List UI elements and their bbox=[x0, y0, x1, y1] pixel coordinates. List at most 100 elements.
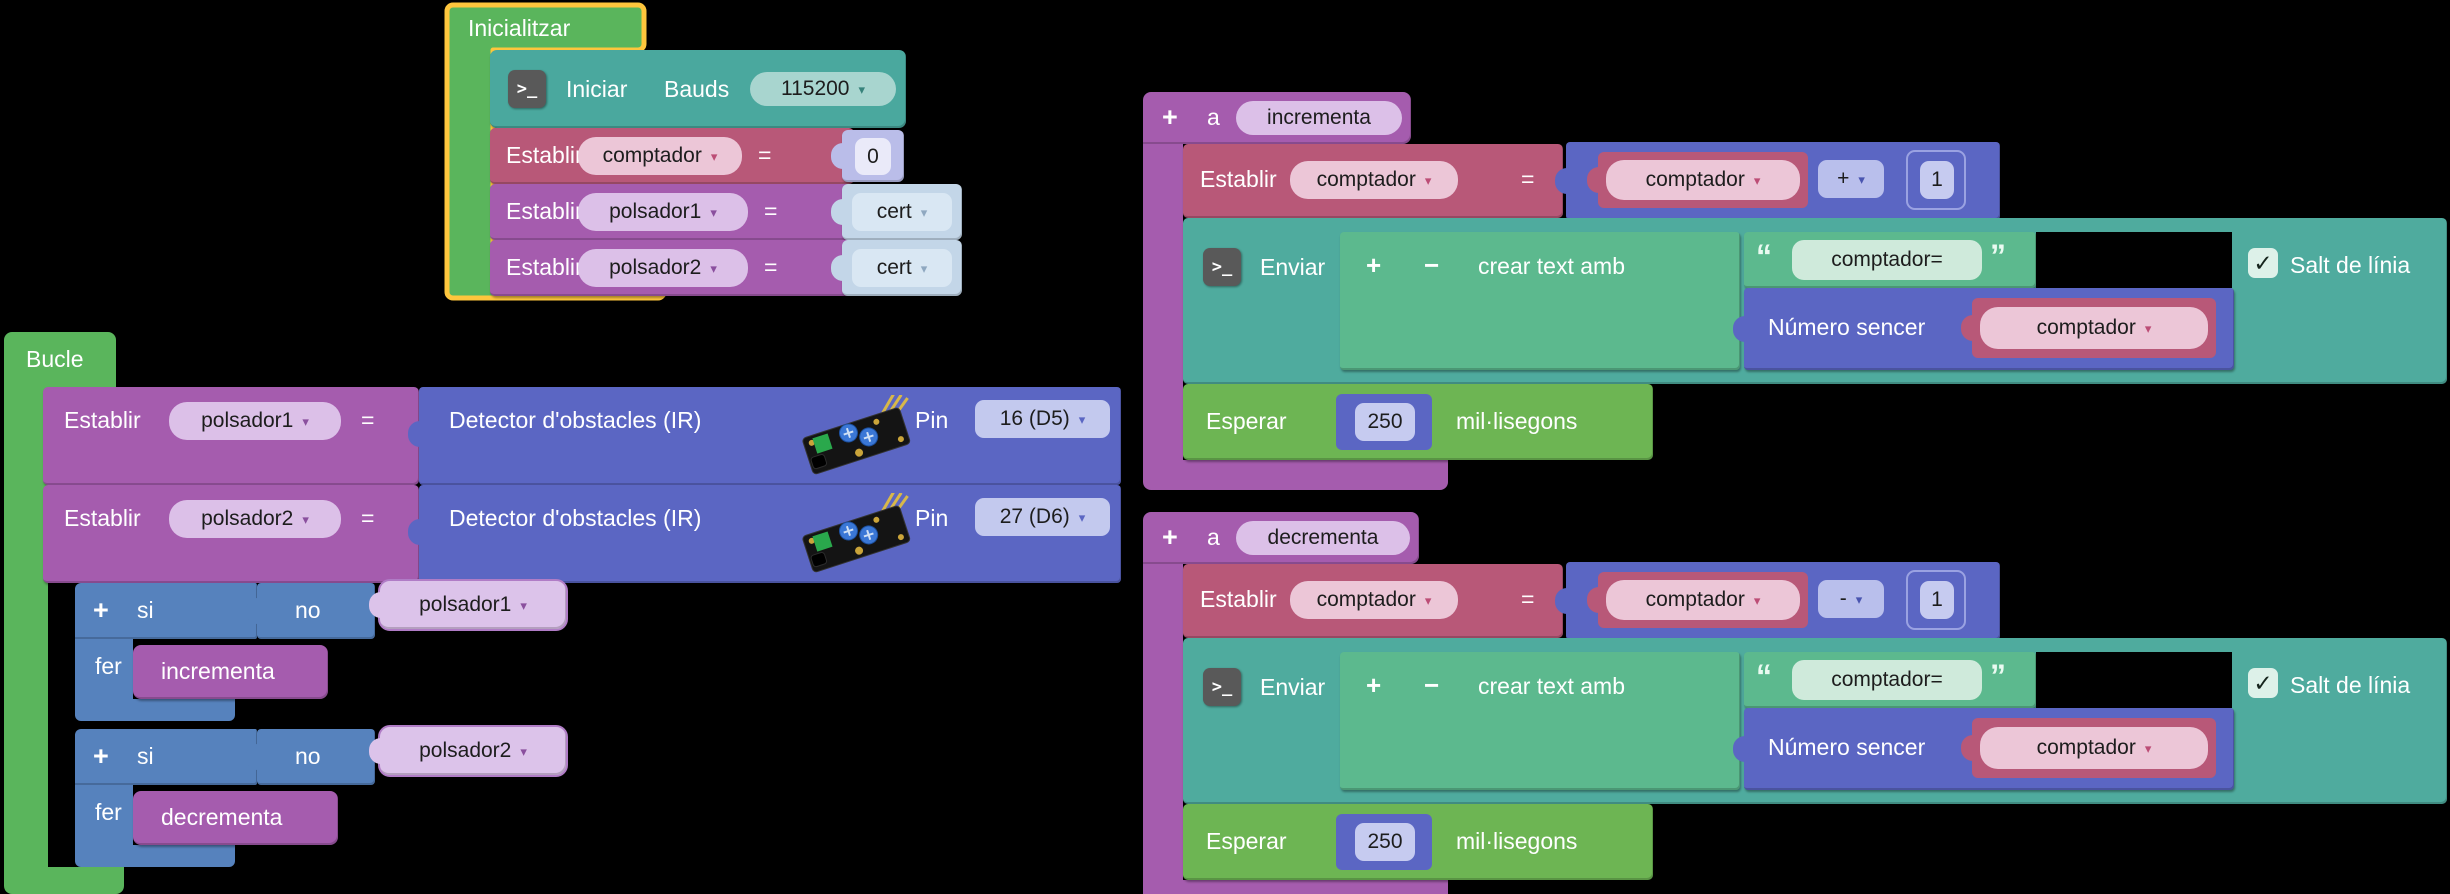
set-polsador2-sensor-block[interactable]: Establir polsador2▾ = bbox=[43, 485, 419, 583]
operator-dropdown[interactable]: +▾ bbox=[1818, 160, 1884, 198]
variable-dropdown[interactable]: comptador▾ bbox=[1290, 581, 1458, 619]
number-to-text-block[interactable]: Número sencer comptador▾ bbox=[1733, 708, 2234, 790]
variable-get-block[interactable]: comptador▾ bbox=[1961, 718, 2216, 778]
delay-block[interactable]: Esperar 250 mil·lisegons bbox=[1183, 384, 1653, 460]
call-incrementa-block[interactable]: incrementa bbox=[133, 645, 328, 699]
text-field[interactable]: comptador= bbox=[1792, 240, 1982, 280]
if-block-2[interactable]: + si bbox=[75, 729, 257, 785]
newline-checkbox[interactable]: ✓ bbox=[2248, 248, 2278, 278]
math-arithmetic-block[interactable]: comptador▾ +▾ 1 bbox=[1555, 142, 2000, 220]
close-quote-icon: ” bbox=[1990, 658, 2006, 694]
set-polsador1-sensor-block[interactable]: Establir polsador1▾ = bbox=[43, 387, 419, 485]
add-item-icon[interactable]: + bbox=[1366, 670, 1382, 700]
variable-get-block[interactable]: comptador▾ bbox=[1961, 298, 2216, 358]
dropdown-arrow-icon: ▾ bbox=[1753, 592, 1761, 608]
bauds-label: Bauds bbox=[664, 76, 730, 102]
mutator-plus-icon[interactable]: + bbox=[93, 741, 109, 771]
establir-label: Establir bbox=[506, 254, 583, 280]
variable-dropdown[interactable]: comptador▾ bbox=[1606, 160, 1800, 200]
no-label: no bbox=[295, 597, 321, 623]
number-field[interactable]: 250 bbox=[1355, 403, 1415, 441]
variable-get-block[interactable]: polsador1▾ bbox=[369, 579, 568, 631]
puzzle-tab bbox=[1961, 315, 1973, 341]
variable-dropdown[interactable]: polsador1▾ bbox=[169, 402, 341, 440]
call-decrementa-block[interactable]: decrementa bbox=[133, 791, 338, 845]
set-comptador-block[interactable]: Establir comptador▾ = bbox=[1183, 144, 1563, 218]
pin-dropdown[interactable]: 27 (D6)▾ bbox=[975, 498, 1110, 536]
set-comptador-block[interactable]: Establir comptador▾ = bbox=[490, 128, 854, 184]
serial-init-block[interactable]: >_ Iniciar Bauds 115200▾ bbox=[490, 50, 906, 128]
variable-dropdown[interactable]: polsador1▾ bbox=[419, 593, 527, 616]
number-value-block[interactable]: 0 bbox=[831, 130, 904, 182]
delay-block[interactable]: Esperar 250 mil·lisegons bbox=[1183, 804, 1653, 880]
pin-label: Pin bbox=[915, 407, 949, 433]
bucle-title: Bucle bbox=[26, 346, 84, 372]
pin-dropdown[interactable]: 16 (D5)▾ bbox=[975, 400, 1110, 438]
set-polsador2-block[interactable]: Establir polsador2▾ = bbox=[490, 240, 854, 296]
ir-detector-block[interactable]: Detector d'obstacles (IR) Pin 27 (D6)▾ bbox=[408, 485, 1121, 583]
terminal-icon: >_ bbox=[508, 70, 546, 108]
variable-dropdown[interactable]: polsador2▾ bbox=[419, 739, 527, 762]
number-field[interactable]: 1 bbox=[1920, 161, 1954, 199]
text-field[interactable]: comptador= bbox=[1792, 660, 1982, 700]
boolean-dropdown[interactable]: cert▾ bbox=[852, 249, 952, 287]
text-string-block[interactable]: “ comptador= ” bbox=[1744, 232, 2036, 288]
func-decrementa-header[interactable]: + a decrementa bbox=[1143, 512, 1419, 564]
number-field[interactable]: 0 bbox=[855, 138, 891, 175]
func-incrementa-header[interactable]: + a incrementa bbox=[1143, 92, 1411, 144]
variable-dropdown[interactable]: comptador▾ bbox=[1980, 727, 2208, 769]
variable-dropdown[interactable]: polsador2▾ bbox=[169, 500, 341, 538]
variable-dropdown[interactable]: comptador▾ bbox=[1980, 307, 2208, 349]
if-block-1-spine bbox=[75, 639, 133, 699]
remove-item-icon[interactable]: − bbox=[1424, 250, 1440, 280]
ir-sensor-image bbox=[802, 493, 911, 573]
create-text-block[interactable]: + − crear text amb bbox=[1340, 652, 1740, 790]
mutator-plus-icon[interactable]: + bbox=[93, 595, 109, 625]
boolean-dropdown[interactable]: cert▾ bbox=[852, 193, 952, 231]
text-string-block[interactable]: “ comptador= ” bbox=[1744, 652, 2036, 708]
puzzle-tab bbox=[1961, 735, 1973, 761]
variable-dropdown[interactable]: comptador▾ bbox=[1606, 580, 1800, 620]
bucle-wrapper-block[interactable] bbox=[4, 332, 116, 388]
establir-label: Establir bbox=[506, 142, 583, 168]
ir-detector-block[interactable]: Detector d'obstacles (IR) Pin 16 (D5)▾ bbox=[408, 387, 1121, 485]
number-field[interactable]: 250 bbox=[1355, 823, 1415, 861]
dropdown-arrow-icon: ▾ bbox=[710, 148, 718, 164]
baud-dropdown[interactable]: 115200▾ bbox=[750, 72, 896, 106]
not-block[interactable]: no bbox=[246, 729, 375, 785]
mutator-plus-icon[interactable]: + bbox=[1162, 522, 1178, 552]
variable-dropdown[interactable]: comptador▾ bbox=[1290, 161, 1458, 199]
function-name-field[interactable]: incrementa bbox=[1236, 101, 1402, 135]
boolean-cert-block[interactable]: cert▾ bbox=[831, 184, 962, 240]
variable-get-block[interactable]: comptador▾ bbox=[1587, 572, 1808, 628]
variable-get-block[interactable]: comptador▾ bbox=[1587, 152, 1808, 208]
add-item-icon[interactable]: + bbox=[1366, 250, 1382, 280]
set-comptador-block[interactable]: Establir comptador▾ = bbox=[1183, 564, 1563, 638]
dropdown-arrow-icon: ▾ bbox=[1855, 591, 1863, 607]
variable-get-block[interactable]: polsador2▾ bbox=[369, 725, 568, 777]
function-name-field[interactable]: decrementa bbox=[1236, 521, 1410, 555]
shadow-number-frame bbox=[1906, 150, 1966, 210]
not-block[interactable]: no bbox=[246, 583, 375, 639]
math-arithmetic-block[interactable]: comptador▾ -▾ 1 bbox=[1555, 562, 2000, 640]
establir-label: Establir bbox=[64, 407, 141, 433]
puzzle-tab bbox=[1733, 736, 1745, 762]
number-field[interactable]: 1 bbox=[1920, 581, 1954, 619]
set-polsador1-block[interactable]: Establir polsador1▾ = bbox=[490, 184, 854, 240]
remove-item-icon[interactable]: − bbox=[1424, 670, 1440, 700]
a-label: a bbox=[1207, 104, 1220, 130]
variable-dropdown[interactable]: polsador1▾ bbox=[578, 193, 748, 231]
create-text-block[interactable]: + − crear text amb bbox=[1340, 232, 1740, 370]
variable-dropdown[interactable]: polsador2▾ bbox=[578, 249, 748, 287]
number-to-text-block[interactable]: Número sencer comptador▾ bbox=[1733, 288, 2234, 370]
variable-dropdown[interactable]: comptador▾ bbox=[578, 137, 742, 175]
operator-dropdown[interactable]: -▾ bbox=[1818, 580, 1884, 618]
dropdown-arrow-icon: ▾ bbox=[2144, 740, 2152, 756]
mutator-plus-icon[interactable]: + bbox=[1162, 102, 1178, 132]
empty-input-gap bbox=[2036, 652, 2232, 708]
boolean-cert-block[interactable]: cert▾ bbox=[831, 240, 962, 296]
puzzle-tab bbox=[1587, 167, 1599, 193]
if-block-2-spine bbox=[75, 785, 133, 845]
if-block-1[interactable]: + si bbox=[75, 583, 257, 639]
newline-checkbox[interactable]: ✓ bbox=[2248, 668, 2278, 698]
